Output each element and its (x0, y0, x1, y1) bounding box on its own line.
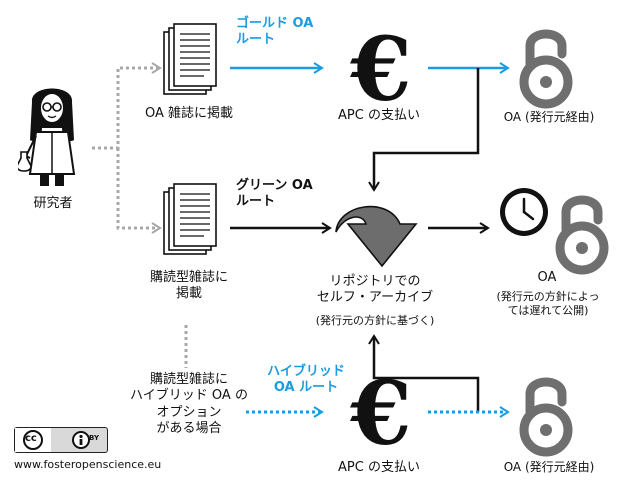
oa-green-label: OA (537, 270, 557, 285)
repository-curved-arrow-icon (335, 205, 418, 268)
oa-green-sub-label: (発行元の方針によっ ては遅れて公開) (496, 290, 600, 317)
subscription-journal-label: 購読型雑誌に 掲載 (149, 270, 228, 302)
cc-license-graphic (15, 428, 90, 452)
researcher-icon (18, 88, 76, 186)
open-access-lock-bottom-icon (519, 377, 573, 457)
subscription-journal-document-icon (163, 183, 217, 255)
oa-bottom-label: OA (発行元経由) (503, 460, 595, 474)
euro-bottom-icon: € (350, 361, 412, 465)
oa-top-label: OA (発行元経由) (503, 110, 595, 124)
oa-journal-document-icon (163, 23, 217, 95)
repository-sub-label: (発行元の方針に基づく) (315, 314, 435, 327)
open-access-lock-green-icon (555, 195, 609, 275)
researcher-to-subscription-journal-connector (116, 148, 162, 234)
apc-bottom-label: APC の支払い (338, 460, 420, 475)
clock-icon (500, 188, 548, 236)
gold-route-label: ゴールド OA ルート (236, 16, 314, 48)
footer-url: www.fosteropenscience.eu (14, 458, 162, 471)
oa-journal-label: OA 雑誌に掲載 (144, 106, 234, 121)
euro-top-icon: € (350, 17, 412, 121)
repository-label: リポジトリでの セルフ・アーカイブ (316, 274, 434, 306)
cc-text: cc (25, 433, 37, 444)
researcher-to-oa-journal-connector (92, 62, 162, 150)
open-access-lock-top-icon (519, 29, 573, 109)
oa-bottom-to-repository-arrow (368, 334, 480, 412)
hybrid-route-label: ハイブリッド OA ルート (267, 364, 345, 396)
green-route-label: グリーン OA ルート (236, 178, 313, 210)
oa-top-to-repository-arrow (368, 68, 480, 192)
by-text: BY (89, 434, 100, 442)
hybrid-journal-label: 購読型雑誌に ハイブリッド OA の オプション がある場合 (130, 372, 248, 436)
researcher-label: 研究者 (33, 196, 73, 211)
apc-top-label: APC の支払い (338, 108, 420, 123)
cc-by-license-badge: cc BY (14, 427, 108, 453)
